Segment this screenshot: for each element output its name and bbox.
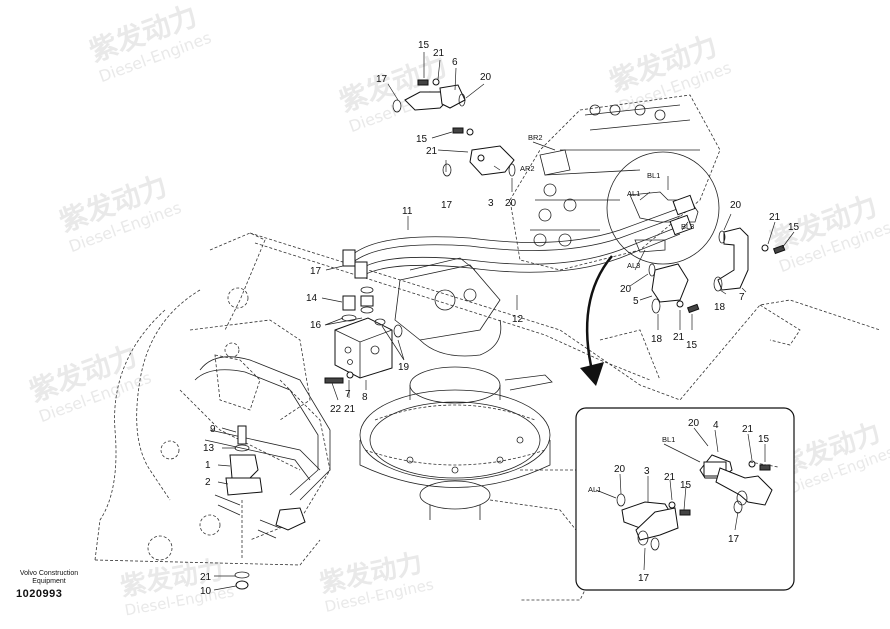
callout-3: 3 <box>488 198 494 209</box>
detail-callout-3: 3 <box>644 466 650 477</box>
detail-callout-21: 21 <box>664 472 676 483</box>
right-fittings <box>648 227 786 314</box>
callout-21: 21 <box>200 572 212 583</box>
callout-15: 15 <box>788 222 800 233</box>
callout-16: 16 <box>310 320 322 331</box>
callout-20: 20 <box>730 200 742 211</box>
clamp-group <box>194 356 331 590</box>
callout-21: 21 <box>426 146 438 157</box>
port-bl3: BL3 <box>681 222 694 231</box>
callout-13: 13 <box>203 443 215 454</box>
callout-2: 2 <box>205 477 211 488</box>
callout-15: 15 <box>418 40 430 51</box>
detail-callout-20: 20 <box>614 464 626 475</box>
top-fittings <box>392 78 516 177</box>
callout-8: 8 <box>362 392 368 403</box>
callout-20: 20 <box>505 198 517 209</box>
callout-21: 21 <box>673 332 685 343</box>
swing-motor <box>359 257 553 520</box>
callout-17: 17 <box>310 266 322 277</box>
manufacturer-line-1: Volvo Construction <box>19 570 79 577</box>
callout-12: 12 <box>512 314 524 325</box>
detail-circle <box>606 151 720 265</box>
detail-callout-15: 15 <box>680 480 692 491</box>
drawing-number: 1020993 <box>16 588 63 600</box>
detail-callout-17: 17 <box>728 534 740 545</box>
callout-9: 9 <box>210 424 216 435</box>
detail-callout-15: 15 <box>758 434 770 445</box>
valve-block-left <box>324 286 403 384</box>
detail-callout-17: 17 <box>638 573 650 584</box>
detail-port-bl1: BL1 <box>662 435 675 444</box>
callout-15: 15 <box>686 340 698 351</box>
callout-19: 19 <box>398 362 410 373</box>
callout-18: 18 <box>714 302 726 313</box>
callout-6: 6 <box>452 57 458 68</box>
callout-labels: 15 21 6 17 20 15 21 17 3 20 BR2 AR2 BL1 … <box>200 40 800 597</box>
port-al1: AL1 <box>627 189 640 198</box>
detail-arrow <box>585 255 613 376</box>
port-ar2: AR2 <box>520 164 535 173</box>
port-br2: BR2 <box>528 133 543 142</box>
callout-20: 20 <box>480 72 492 83</box>
callout-17: 17 <box>441 200 453 211</box>
detail-callout-4: 4 <box>713 420 719 431</box>
callout-10: 10 <box>200 586 212 597</box>
manufacturer-caption: Volvo Construction Equipment <box>14 570 84 586</box>
callout-5: 5 <box>633 296 639 307</box>
port-al3: AL3 <box>627 261 640 270</box>
callout-7: 7 <box>345 389 351 400</box>
leader-lines <box>213 52 795 591</box>
callout-1: 1 <box>205 460 211 471</box>
callout-14: 14 <box>306 293 318 304</box>
callout-15: 15 <box>416 134 428 145</box>
manufacturer-line-2: Equipment <box>32 578 66 585</box>
callout-18: 18 <box>651 334 663 345</box>
callout-22: 22 <box>330 404 342 415</box>
callout-7: 7 <box>739 292 745 303</box>
callout-21: 21 <box>769 212 781 223</box>
callout-20: 20 <box>620 284 632 295</box>
callout-21: 21 <box>433 48 445 59</box>
hose-assembly <box>342 194 696 279</box>
callout-21: 21 <box>344 404 356 415</box>
callout-11: 11 <box>402 206 413 217</box>
arrow-head <box>580 362 604 386</box>
detail-port-al1: AL1 <box>588 485 601 494</box>
callout-17: 17 <box>376 74 388 85</box>
port-bl1: BL1 <box>647 171 660 180</box>
control-valve <box>509 94 721 271</box>
detail-callout-20: 20 <box>688 418 700 429</box>
detail-callout-21: 21 <box>742 424 754 435</box>
